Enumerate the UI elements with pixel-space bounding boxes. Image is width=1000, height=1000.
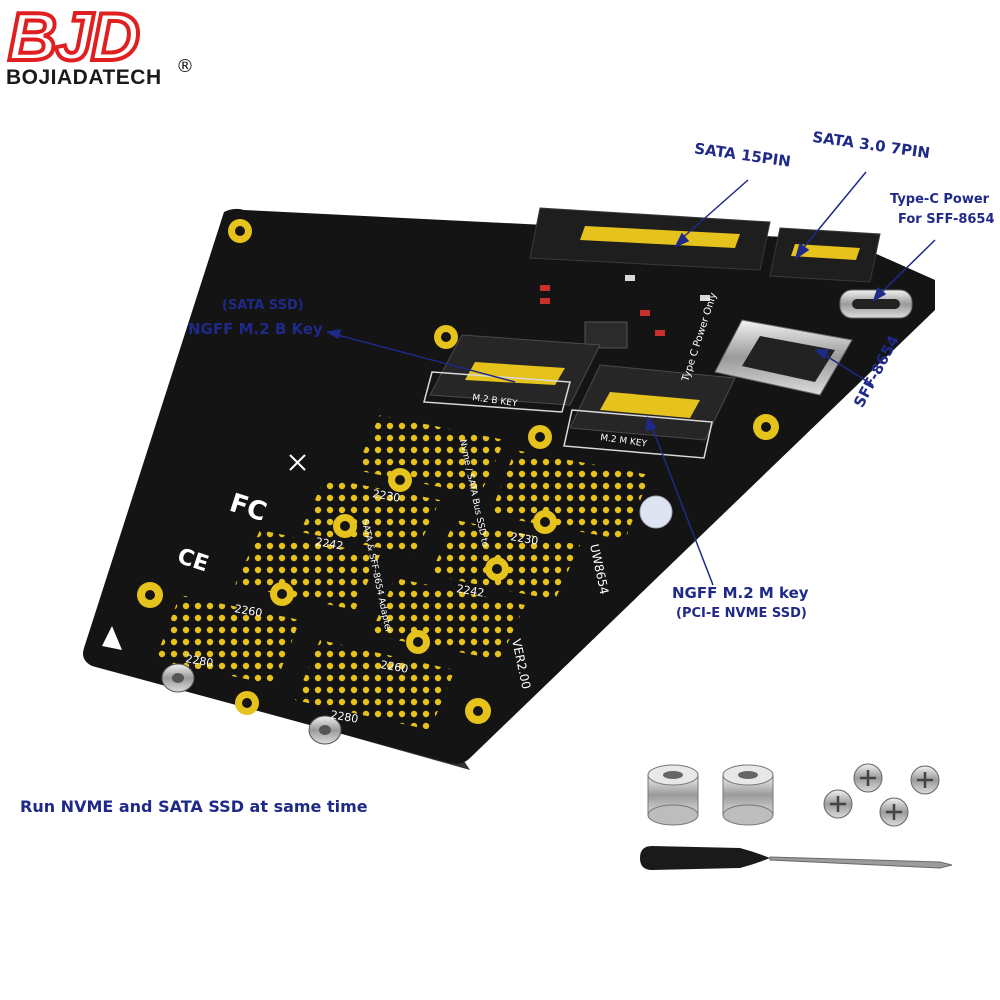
mounting-holes	[137, 219, 779, 724]
accessory-standoffs	[647, 764, 774, 826]
accessory-screwdriver	[640, 846, 953, 870]
label-b-key-line1: (SATA SSD)	[222, 298, 304, 313]
sata-15pin-connector	[529, 207, 771, 271]
label-m-key-line1: NGFF M.2 M key	[672, 584, 809, 602]
logo-mark: BJD	[8, 2, 139, 66]
brand-name: BOJIADATECH	[6, 66, 162, 89]
label-b-key-line2: NGFF M.2 B Key	[188, 320, 323, 338]
size-2230-b: 2230	[509, 530, 539, 548]
size-2242-b: 2242	[455, 582, 485, 600]
sata-7pin-connector	[769, 227, 881, 283]
callout-lines	[325, 171, 936, 586]
registered-mark: ®	[176, 56, 194, 77]
size-2280-a: 2280	[184, 652, 214, 670]
label-m-key-line2: (PCI-E NVME SSD)	[676, 606, 807, 621]
label-typec-line2: For SFF-8654	[898, 212, 995, 227]
board-standoffs	[161, 663, 342, 745]
m2-b-key-slot	[423, 334, 601, 413]
size-2260-b: 2260	[379, 658, 409, 676]
size-2230-a: 2230	[371, 487, 401, 505]
accessory-screws	[823, 763, 940, 827]
qc-sticker	[639, 495, 673, 529]
m2-m-key-slot	[563, 364, 736, 459]
feature-note: Run NVME and SATA SSD at same time	[20, 797, 368, 816]
sff-8654-port	[714, 319, 853, 396]
size-2242-a: 2242	[314, 535, 344, 553]
size-2280-b: 2280	[329, 708, 359, 726]
brand-logo: BJD	[6, 2, 143, 66]
components	[540, 275, 710, 349]
size-2260-a: 2260	[233, 602, 263, 620]
type-c-port	[839, 289, 913, 319]
label-typec-line1: Type-C Power	[890, 192, 990, 207]
